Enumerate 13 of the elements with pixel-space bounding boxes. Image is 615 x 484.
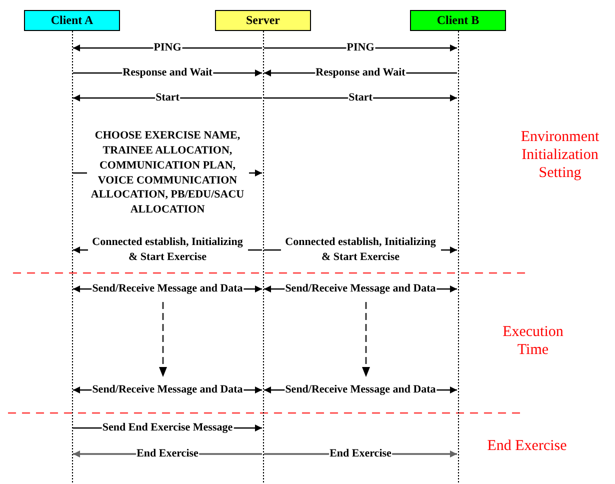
message-label: Send/Receive Message and Data (284, 282, 437, 296)
message-label: Send/Receive Message and Data (91, 282, 244, 296)
participant-name: Server (246, 13, 280, 28)
phase-label: End Exercise (487, 437, 567, 455)
message-label: Send/Receive Message and Data (91, 382, 244, 398)
phase-label: Execution Time (502, 323, 564, 359)
message-label: Send/Receive Message and Data (284, 382, 437, 398)
message-label: Send End Exercise Message (101, 420, 234, 436)
participant-name: Client A (50, 13, 94, 28)
message-label: Response and Wait (122, 66, 214, 80)
phase-label: Environment Initialization Setting (520, 128, 600, 182)
message-label: Response and Wait (314, 66, 406, 80)
participant-name: Client B (436, 13, 480, 28)
